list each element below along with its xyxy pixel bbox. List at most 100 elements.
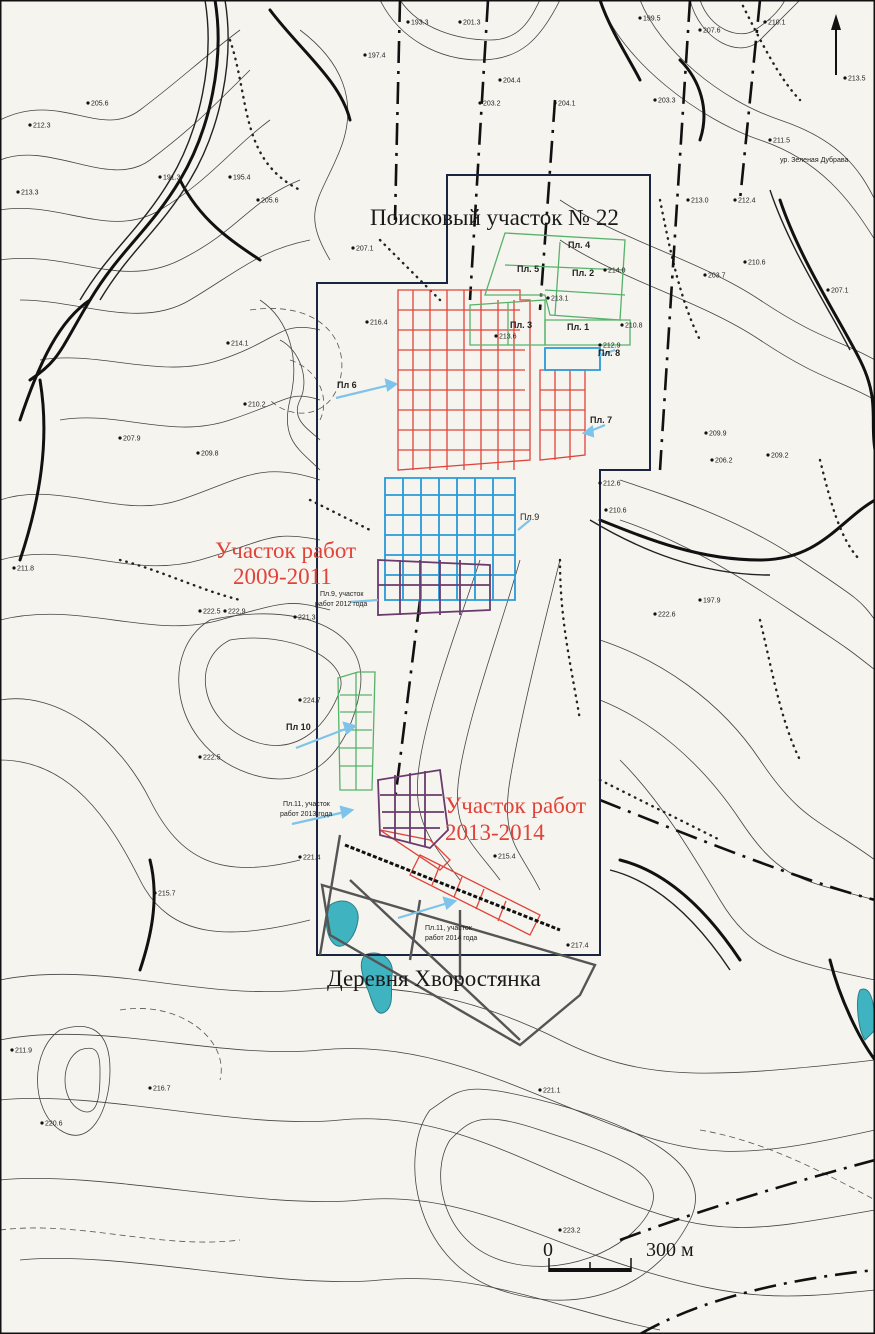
elevation-dot	[826, 288, 830, 292]
elevation-label: 210.1	[768, 20, 786, 27]
water-bodies	[325, 900, 875, 1041]
tract-label: ур. Зеленая Дубрава	[780, 156, 848, 164]
elevation-label: 204.1	[558, 101, 576, 108]
ravine-edges	[79, 0, 851, 971]
elevation-label: 207.9	[123, 436, 141, 443]
elevation-label: 211.9	[15, 1048, 32, 1055]
elevation-label: 222.9	[228, 609, 246, 616]
elevation-label: 209.8	[201, 451, 219, 458]
elevation-dot	[351, 246, 355, 250]
elevation-dot	[298, 698, 302, 702]
works-area-2009-line2: 2009-2011	[233, 564, 332, 589]
elevation-label: 214.0	[608, 268, 626, 275]
dotted-bluffs	[118, 0, 862, 842]
elevation-dot	[598, 343, 602, 347]
plot-label-8: Пл. 8	[598, 348, 620, 358]
elevation-dot	[256, 198, 260, 202]
elevation-label: 204.4	[503, 78, 521, 85]
elevation-dot	[686, 198, 690, 202]
elevation-label: 223.2	[563, 1228, 581, 1235]
plot-label-4: Пл. 4	[568, 240, 590, 250]
works-area-2009-line1: Участок работ	[215, 538, 356, 563]
elevation-label: 209.9	[709, 431, 727, 438]
elevation-dot	[553, 101, 557, 105]
north-arrow-icon	[831, 14, 841, 75]
elevation-label: 203.3	[658, 98, 676, 105]
elevation-dot	[620, 323, 624, 327]
elevation-label: 221.1	[543, 1088, 561, 1095]
elevation-dot	[704, 431, 708, 435]
elevation-dot	[458, 20, 462, 24]
elevation-dot	[698, 598, 702, 602]
elevation-dot	[365, 320, 369, 324]
note-2012-line1: Пл.9, участок	[320, 591, 364, 598]
elevation-dot	[12, 566, 16, 570]
elevation-label: 224.7	[303, 698, 321, 705]
elevation-dot	[768, 138, 772, 142]
search-area-boundary	[316, 174, 651, 956]
elevation-label: 203.2	[483, 101, 501, 108]
elevation-dot	[40, 1121, 44, 1125]
elevation-label: 215.4	[498, 854, 516, 861]
elevation-label: 191.3	[163, 175, 181, 182]
elevation-label: 205.6	[91, 101, 109, 108]
elevation-dot	[148, 1086, 152, 1090]
elevation-dot	[558, 1228, 562, 1232]
elevation-dot	[638, 16, 642, 20]
elevation-dot	[223, 609, 227, 613]
dashed-roads	[393, 0, 875, 1334]
elevation-label: 203.7	[708, 273, 726, 280]
plot-label-7: Пл. 7	[590, 415, 612, 425]
dashed-contours	[0, 308, 875, 1243]
elevation-label: 205.6	[261, 198, 279, 205]
elevation-label: 215.7	[158, 891, 176, 898]
village-label: Деревня Хворостянка	[327, 966, 541, 991]
search-area-title: Поисковый участок № 22	[370, 205, 619, 230]
elevation-label: 210.6	[609, 508, 627, 515]
elevation-dot	[766, 453, 770, 457]
scale-bar	[548, 1258, 632, 1272]
elevation-dot	[478, 101, 482, 105]
elevation-dot	[228, 175, 232, 179]
elevation-label: 209.2	[771, 453, 789, 460]
elevation-label: 214.1	[231, 341, 249, 348]
elevation-label: 212.9	[603, 343, 621, 350]
elevation-dot	[703, 273, 707, 277]
elevation-label: 197.4	[368, 53, 386, 60]
note-2014-line1: Пл.11, участок	[425, 925, 473, 932]
elevation-label: 211.8	[17, 566, 34, 573]
elevation-label: 213.3	[21, 190, 39, 197]
elevation-dot	[710, 458, 714, 462]
works-area-2013-line1: Участок работ	[445, 793, 586, 818]
elevation-dot	[293, 615, 297, 619]
elevation-dot	[10, 1048, 14, 1052]
elevation-label: 207.6	[703, 28, 721, 35]
elevation-dot	[494, 334, 498, 338]
elevation-label: 221.3	[298, 615, 316, 622]
elevation-label: 206.2	[715, 458, 733, 465]
plot-label-5: Пл. 5	[517, 264, 539, 274]
elevation-dot	[538, 1088, 542, 1092]
elevation-dot	[158, 175, 162, 179]
elevation-label: 199.5	[643, 16, 661, 23]
note-2012-line2: работ 2012 года	[315, 600, 367, 608]
elevation-dot	[226, 341, 230, 345]
elevation-label: 207.1	[831, 288, 849, 295]
elevation-dot	[598, 481, 602, 485]
elevation-dot	[653, 98, 657, 102]
elevation-label: 213.6	[499, 334, 517, 341]
elevation-dot	[763, 20, 767, 24]
elevation-label: 216.4	[370, 320, 388, 327]
elevation-label: 210.2	[248, 402, 266, 409]
grid-purple	[377, 559, 491, 850]
elevation-label: 213.1	[551, 296, 569, 303]
elevation-label: 222.6	[658, 612, 676, 619]
elevation-label: 193.3	[411, 20, 429, 27]
village-road	[344, 843, 561, 932]
elevation-dot	[653, 612, 657, 616]
elevation-dot	[198, 609, 202, 613]
elevation-dot	[28, 123, 32, 127]
elevation-dot	[196, 451, 200, 455]
